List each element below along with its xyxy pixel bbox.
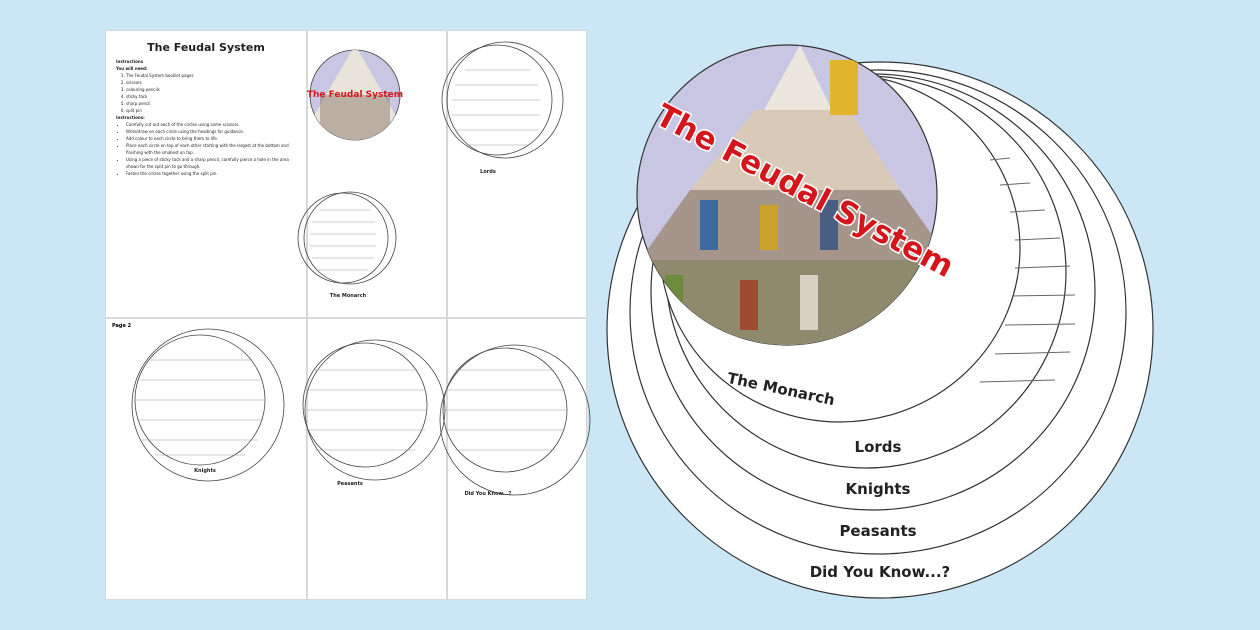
circle-did-you-know	[606, 61, 1154, 599]
instruction-item: Using a piece of sticky tack and a sharp…	[126, 156, 296, 170]
material-item: sharp pencil	[126, 100, 296, 107]
material-item: split pin	[126, 107, 296, 114]
circle-page-cover	[307, 30, 447, 318]
circle-page-lords	[447, 30, 587, 318]
circle-peasants	[629, 69, 1127, 555]
instruction-item: Place each circle on top of each other s…	[126, 142, 296, 156]
material-item: sticky tack	[126, 93, 296, 100]
instruction-item: Add colour to each circle to bring them …	[126, 135, 296, 142]
instruction-item: Fasten the circles together using the sp…	[126, 170, 296, 177]
instruction-item: Carefully cut out each of the circles us…	[126, 121, 296, 128]
label-knights: Knights	[846, 480, 911, 498]
material-item: colouring pencils	[126, 86, 296, 93]
you-will-need-heading: You will need:	[116, 66, 148, 71]
circle-knights	[650, 73, 1096, 511]
circle-lords	[665, 75, 1067, 469]
cover-illustration	[637, 45, 937, 345]
instructions-heading: Instructions	[116, 59, 144, 64]
circle-page-peasants	[307, 318, 447, 600]
circle-monarch	[659, 73, 1021, 423]
cover-title: The Feudal System	[650, 97, 960, 285]
page-number: Page 2	[112, 323, 132, 329]
label-monarch: The Monarch	[726, 369, 837, 409]
worksheet-title: The Feudal System	[147, 41, 265, 54]
material-item: scissors	[126, 79, 296, 86]
instructions-steps-heading: Instructions:	[116, 115, 145, 120]
instructions-page: The Feudal System Instructions You will …	[105, 30, 307, 318]
instruction-item: Write/draw on each circle using the head…	[126, 128, 296, 135]
instructions-block: Instructions You will need: The Feudal S…	[116, 58, 296, 177]
label-peasants: Peasants	[839, 522, 916, 540]
material-item: The Feudal System booklet pages	[126, 72, 296, 79]
circle-page-knights: Page 2	[105, 318, 307, 600]
label-lords: Lords	[855, 438, 902, 456]
label-did-you-know: Did You Know...?	[810, 563, 951, 581]
circle-page-did-you-know	[447, 318, 587, 600]
